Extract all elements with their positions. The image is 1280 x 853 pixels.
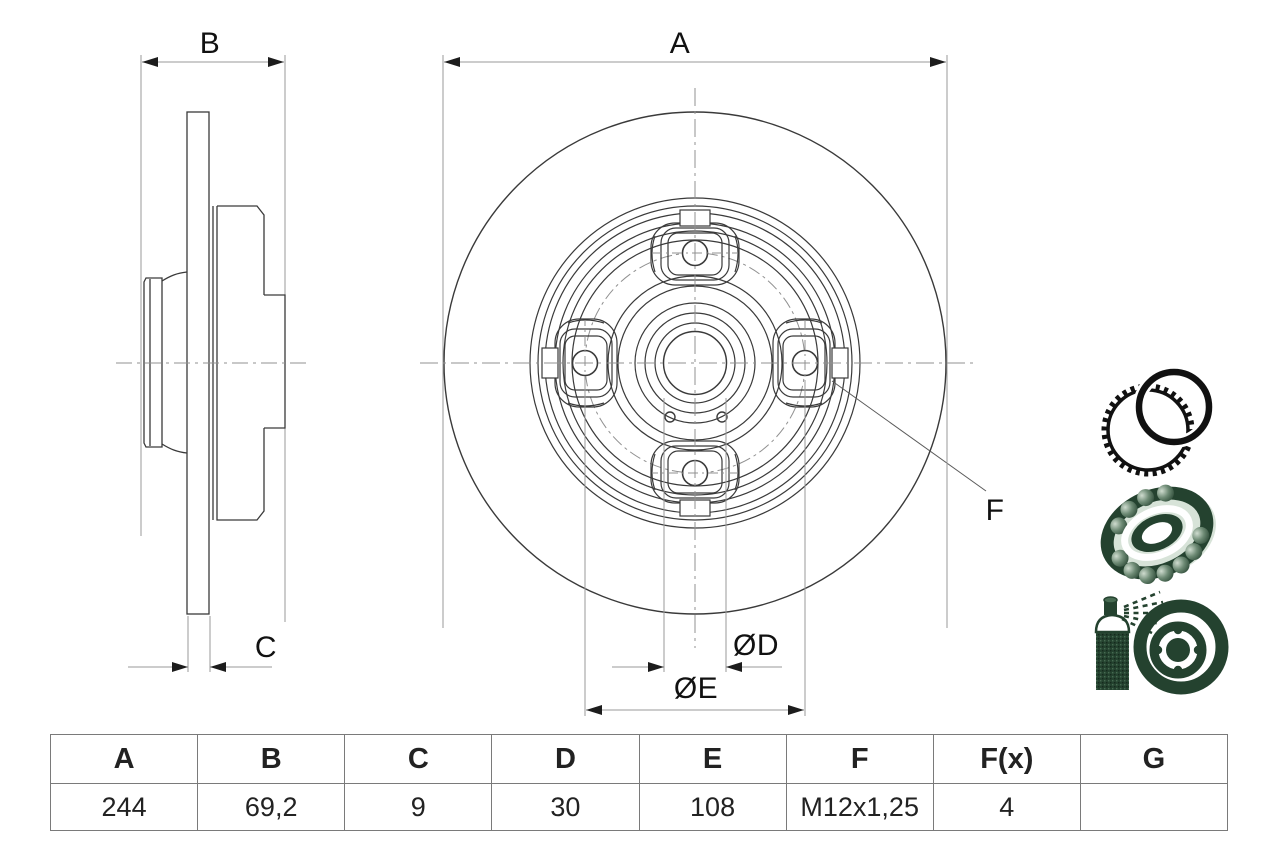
dim-label-C: C: [254, 631, 278, 664]
dim-label-B: B: [199, 27, 221, 60]
spec-value-cell: [1079, 783, 1229, 831]
dim-label-OE: ØE: [673, 672, 719, 705]
dimension-lines: [128, 55, 948, 716]
wheel-bearing-icon: [1100, 484, 1216, 585]
side-view-cross-section: [116, 55, 310, 622]
coated-disc-spray-icon: [1094, 590, 1229, 695]
spec-header-cell: E: [638, 734, 787, 784]
spec-header-cell: C: [344, 734, 493, 784]
spec-header-cell: F: [785, 734, 934, 784]
dimension-spec-table: A B C D E F F(x) G 244 69,2 9 30 108 M12…: [49, 734, 1229, 831]
dim-label-OD: ØD: [733, 629, 779, 662]
spec-value-cell: M12x1,25: [785, 783, 934, 831]
spec-value-cell: 4: [932, 783, 1081, 831]
spec-value-cell: 9: [344, 783, 493, 831]
spec-value-cell: 30: [491, 783, 640, 831]
spec-header-cell: F(x): [932, 734, 1081, 784]
spec-header-cell: D: [491, 734, 640, 784]
abs-tone-ring-icon: [1101, 366, 1215, 477]
spec-header-cell: G: [1079, 734, 1229, 784]
dim-label-A: A: [669, 27, 691, 60]
spec-value-cell: 244: [49, 783, 199, 831]
spec-value-cell: 108: [638, 783, 787, 831]
dim-label-F: F: [985, 494, 1005, 527]
front-view: [420, 88, 987, 648]
dimension-arrowheads: [142, 57, 946, 715]
spec-header-cell: B: [197, 734, 346, 784]
spec-table-header-row: A B C D E F F(x) G: [49, 734, 1229, 784]
spec-header-cell: A: [49, 734, 199, 784]
spec-value-cell: 69,2: [197, 783, 346, 831]
spec-table-value-row: 244 69,2 9 30 108 M12x1,25 4: [49, 783, 1229, 831]
